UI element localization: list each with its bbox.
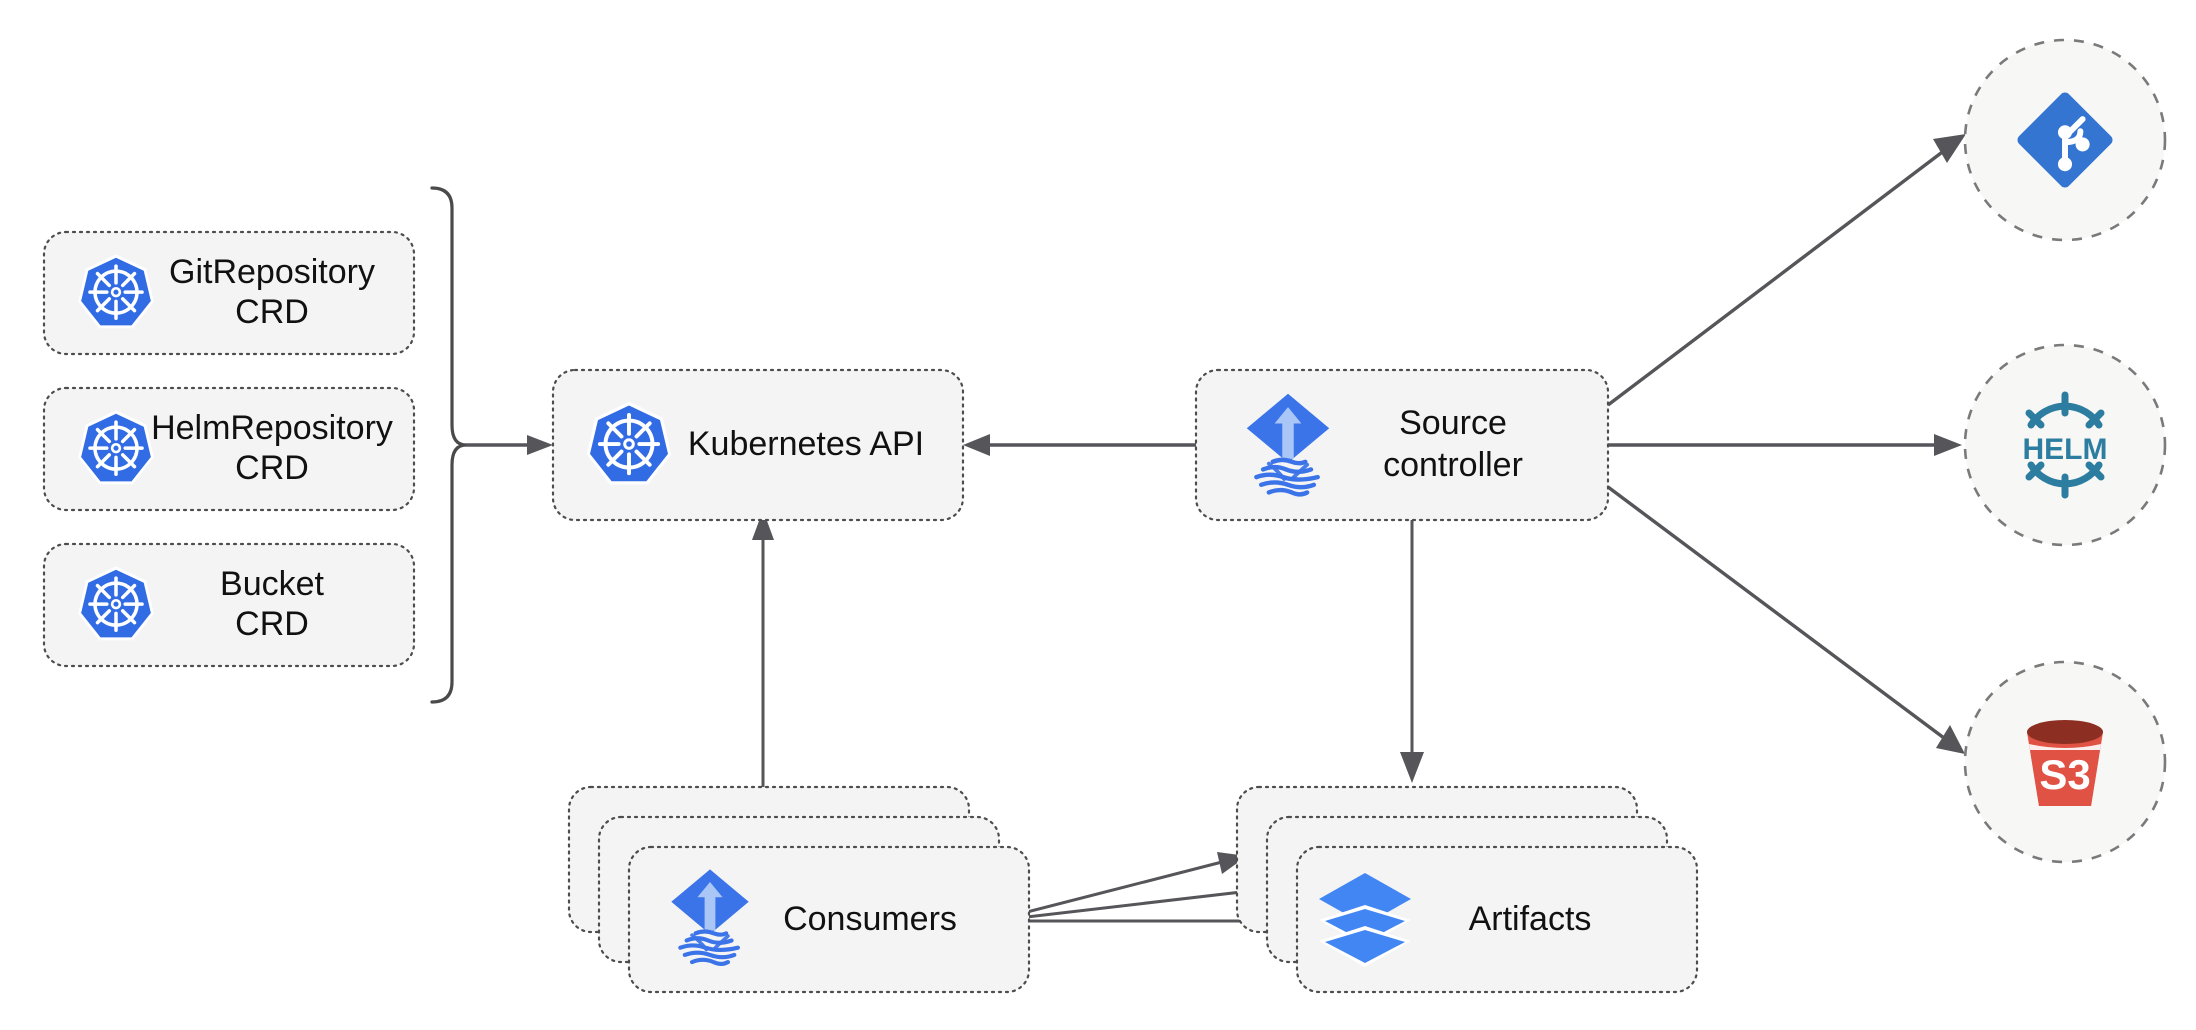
crd-label-line2: CRD bbox=[235, 293, 309, 331]
edge-crds-to-k8s-api bbox=[466, 435, 553, 455]
edge-source-controller-to-k8s-api bbox=[963, 434, 1196, 456]
crd-label-line1: Bucket bbox=[220, 565, 324, 603]
edge-source-controller-to-s3 bbox=[1606, 485, 1965, 754]
s3-bucket-icon bbox=[2027, 720, 2103, 806]
node-kubernetes-api[interactable]: Kubernetes API bbox=[551, 368, 965, 522]
node-git-source[interactable] bbox=[1963, 38, 2167, 242]
kubernetes-api-label: Kubernetes API bbox=[688, 425, 924, 463]
node-consumers[interactable]: Consumers bbox=[567, 785, 1031, 994]
crd-label-line1: GitRepository bbox=[169, 253, 375, 291]
crd-group-brace bbox=[430, 186, 468, 704]
node-artifacts[interactable]: Artifacts bbox=[1235, 785, 1699, 994]
node-source-controller[interactable]: Source controller bbox=[1194, 368, 1610, 522]
crd-label-line2: CRD bbox=[235, 605, 309, 643]
node-s3-source[interactable] bbox=[1963, 660, 2167, 864]
node-helm-source[interactable] bbox=[1963, 343, 2167, 547]
consumers-label: Consumers bbox=[783, 900, 957, 938]
crd-node-bucket-crd[interactable]: Bucket CRD bbox=[42, 542, 416, 668]
edge-consumers-to-artifacts-1 bbox=[991, 852, 1247, 923]
stack-front bbox=[1295, 845, 1699, 994]
crd-node-gitrepository-crd[interactable]: GitRepository CRD bbox=[42, 230, 416, 356]
crd-label-line1: HelmRepository bbox=[151, 409, 393, 447]
artifacts-label: Artifacts bbox=[1469, 900, 1592, 938]
crd-node-helmrepository-crd[interactable]: HelmRepository CRD bbox=[42, 386, 416, 512]
edge-source-controller-to-helm bbox=[1608, 434, 1962, 456]
source-controller-label-line2: controller bbox=[1383, 446, 1523, 484]
edge-source-controller-to-git bbox=[1606, 134, 1966, 407]
edge-source-controller-to-artifacts bbox=[1400, 517, 1424, 783]
source-controller-label-line1: Source bbox=[1399, 404, 1507, 442]
crd-label-line2: CRD bbox=[235, 449, 309, 487]
